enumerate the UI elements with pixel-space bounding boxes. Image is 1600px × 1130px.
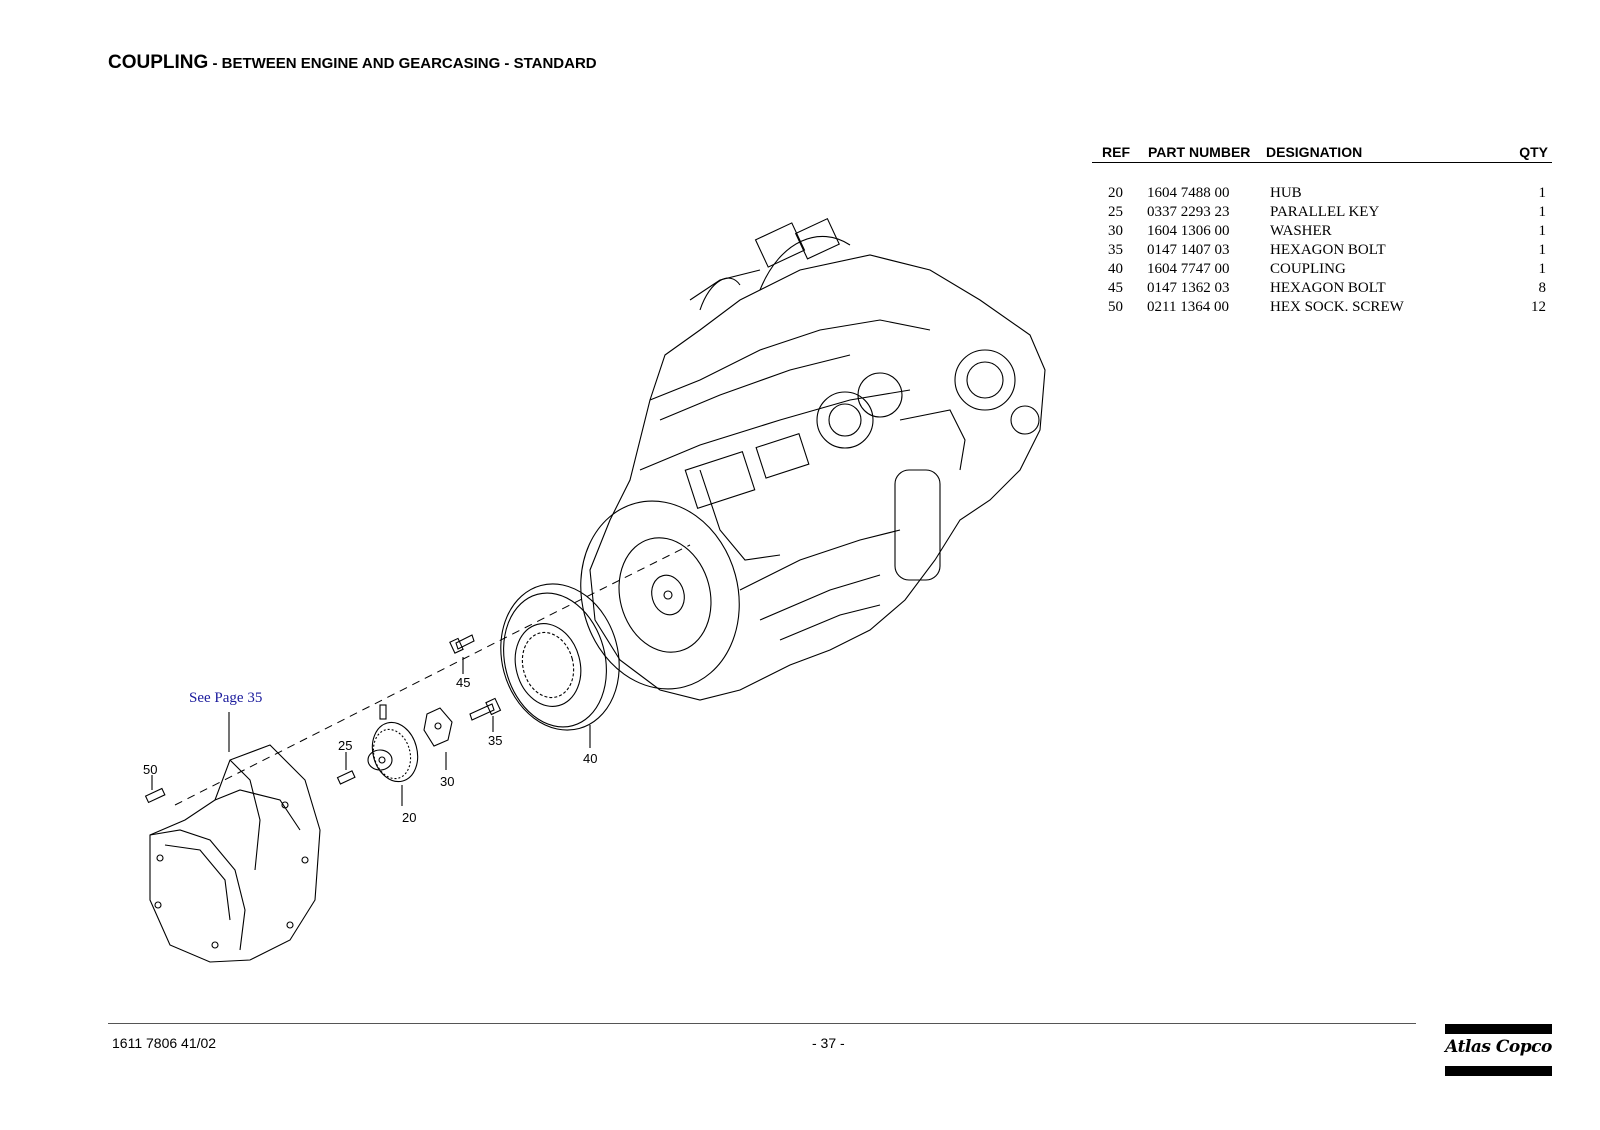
atlas-copco-logo: Atlas Copco [1445, 1024, 1552, 1076]
part-number-cell: 1604 7488 00 [1147, 185, 1230, 201]
qty-cell: 1 [1538, 223, 1547, 239]
page-number: - 37 - [812, 1035, 845, 1051]
part-number-cell: 1604 1306 00 [1147, 223, 1230, 239]
callout-25: 25 [338, 738, 353, 753]
part-number-cell: 0147 1407 03 [1147, 242, 1230, 258]
logo-text: Atlas Copco [1445, 1037, 1552, 1057]
qty-cell: 1 [1538, 204, 1547, 220]
ref-cell: 20 [1108, 185, 1123, 201]
title-sub: - BETWEEN ENGINE AND GEARCASING - STANDA… [208, 55, 597, 72]
key-part-25 [336, 752, 356, 785]
qty-cell: 8 [1538, 280, 1547, 296]
document-number: 1611 7806 41/02 [112, 1035, 217, 1051]
title-main: COUPLING [108, 52, 209, 73]
designation-cell: PARALLEL KEY [1270, 204, 1380, 220]
parts-table: REF PART NUMBER DESIGNATION QTY 20 1604 … [1092, 142, 1552, 318]
table-row: 40 1604 7747 00 COUPLING 1 [1092, 261, 1552, 280]
callout-40: 40 [583, 751, 598, 766]
logo-bar-top [1445, 1024, 1552, 1034]
parts-table-header: REF PART NUMBER DESIGNATION QTY [1092, 142, 1552, 163]
qty-cell: 1 [1538, 242, 1547, 258]
callout-30: 30 [440, 774, 455, 789]
designation-cell: HUB [1270, 185, 1302, 201]
ref-cell: 30 [1108, 223, 1123, 239]
footer-divider [108, 1023, 1416, 1024]
bolt-part-45 [449, 634, 475, 674]
assembly-axis [174, 544, 691, 806]
qty-cell: 1 [1538, 261, 1547, 277]
callout-20: 20 [402, 810, 417, 825]
designation-cell: HEXAGON BOLT [1270, 242, 1386, 258]
ref-cell: 50 [1108, 299, 1123, 315]
callout-35: 35 [488, 733, 503, 748]
table-row: 20 1604 7488 00 HUB 1 [1092, 185, 1552, 204]
qty-cell: 1 [1538, 185, 1547, 201]
column-header-qty: QTY [1519, 144, 1548, 160]
callout-45: 45 [456, 675, 471, 690]
callout-50: 50 [143, 762, 158, 777]
ref-cell: 35 [1108, 242, 1123, 258]
part-number-cell: 0337 2293 23 [1147, 204, 1230, 220]
table-row: 25 0337 2293 23 PARALLEL KEY 1 [1092, 204, 1552, 223]
hub-part-20 [367, 704, 419, 806]
designation-cell: HEXAGON BOLT [1270, 280, 1386, 296]
part-number-cell: 0211 1364 00 [1147, 299, 1229, 315]
logo-bar-bottom [1445, 1066, 1552, 1076]
ref-cell: 40 [1108, 261, 1123, 277]
table-row: 45 0147 1362 03 HEXAGON BOLT 8 [1092, 280, 1552, 299]
engine-illustration [580, 217, 1046, 701]
see-page-reference: See Page 35 [189, 690, 263, 706]
column-header-designation: DESIGNATION [1266, 144, 1363, 160]
parts-table-body: 20 1604 7488 00 HUB 1 25 0337 2293 23 PA… [1092, 185, 1552, 318]
table-row: 50 0211 1364 00 HEX SOCK. SCREW 12 [1092, 299, 1552, 318]
gearcasing-illustration [149, 712, 321, 963]
part-number-cell: 0147 1362 03 [1147, 280, 1230, 296]
column-header-part-number: PART NUMBER [1148, 144, 1251, 160]
ref-cell: 45 [1108, 280, 1123, 296]
part-number-cell: 1604 7747 00 [1147, 261, 1230, 277]
table-row: 30 1604 1306 00 WASHER 1 [1092, 223, 1552, 242]
page-title: COUPLING - BETWEEN ENGINE AND GEARCASING… [108, 52, 597, 74]
qty-cell: 12 [1531, 299, 1546, 315]
column-header-ref: REF [1102, 144, 1130, 160]
table-row: 35 0147 1407 03 HEXAGON BOLT 1 [1092, 242, 1552, 261]
ref-cell: 25 [1108, 204, 1123, 220]
bolt-part-35 [469, 697, 502, 732]
screw-part-50 [144, 775, 166, 804]
designation-cell: WASHER [1270, 223, 1332, 239]
washer-part-30 [423, 707, 453, 770]
designation-cell: COUPLING [1270, 261, 1346, 277]
designation-cell: HEX SOCK. SCREW [1270, 299, 1404, 315]
coupling-part-40 [500, 583, 620, 748]
